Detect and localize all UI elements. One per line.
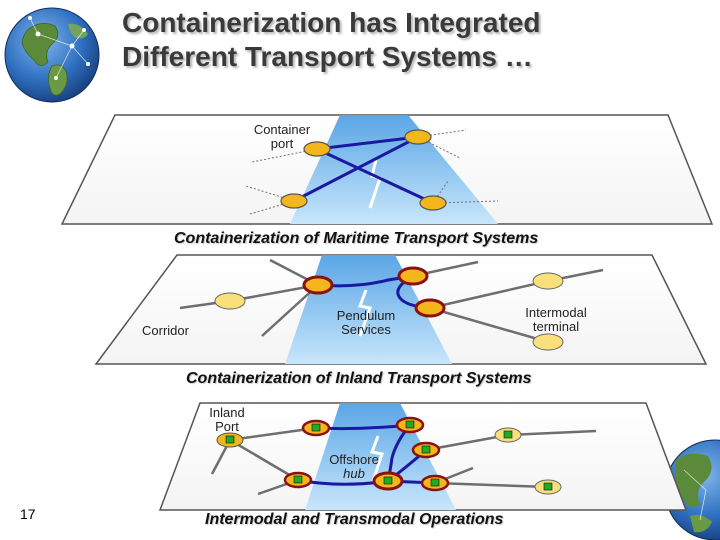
slide-title-line-1: Containerization has Integrated: [122, 7, 541, 38]
terminal-node: [301, 419, 331, 437]
label-line: Intermodal: [525, 305, 587, 320]
container-port-node: [303, 141, 331, 157]
container-port-node: [280, 193, 308, 209]
label-line: Inland: [209, 405, 245, 420]
corridor-label: Corridor: [142, 323, 189, 338]
port-hub-node: [414, 298, 446, 318]
container-port-node: [404, 129, 432, 145]
terminal-node: [534, 479, 562, 495]
maritime-plane: [60, 114, 714, 225]
inland-node: [214, 292, 246, 310]
slide-title-line-2: Different Transport Systems …: [122, 41, 533, 72]
land-corridors: [210, 426, 597, 496]
pendulum-services-label: Pendulum Services: [326, 309, 406, 337]
label-line: Pendulum: [336, 308, 396, 323]
label-line: terminal: [532, 319, 580, 334]
label-line: Offshore: [329, 452, 379, 467]
label-line: Services: [341, 322, 391, 337]
container-port-label: Container port: [238, 123, 326, 151]
label-line: port: [270, 136, 294, 151]
offshore-hub-label: Offshore hub: [322, 453, 386, 481]
terminal-node: [283, 471, 313, 489]
terminal-node: [216, 432, 244, 448]
offshore-hub-node: [372, 471, 404, 491]
terminal-node: [494, 427, 522, 443]
inland-node: [532, 333, 564, 351]
terminal-node: [420, 474, 450, 492]
slide-title: Containerization has Integrated Differen…: [122, 6, 682, 74]
container-port-node: [419, 195, 447, 211]
inland-plane: [94, 254, 708, 365]
shipping-lane-mark: [369, 435, 384, 485]
terminal-nodes: [216, 416, 562, 495]
label-line: Container: [253, 122, 311, 137]
transmodal-plane: [158, 402, 688, 511]
label-line: Port: [215, 419, 239, 434]
sea-band: [290, 115, 498, 224]
page-number: 17: [20, 506, 36, 522]
label-line: hub: [343, 466, 365, 481]
maritime-caption: Containerization of Maritime Transport S…: [174, 230, 539, 247]
globe-icon: [4, 7, 100, 103]
inland-caption: Containerization of Inland Transport Sys…: [186, 370, 532, 387]
terminal-node: [411, 441, 441, 459]
shipping-lane-mark: [357, 289, 372, 337]
port-hub-node: [397, 266, 429, 286]
inland-node: [532, 272, 564, 290]
transmodal-caption: Intermodal and Transmodal Operations: [205, 511, 504, 528]
port-hub-node: [302, 275, 334, 295]
intermodal-terminal-label: Intermodal terminal: [510, 306, 602, 334]
maritime-routes: [293, 135, 434, 205]
terminal-node: [395, 416, 425, 434]
inland-port-label: Inland Port: [198, 406, 256, 434]
